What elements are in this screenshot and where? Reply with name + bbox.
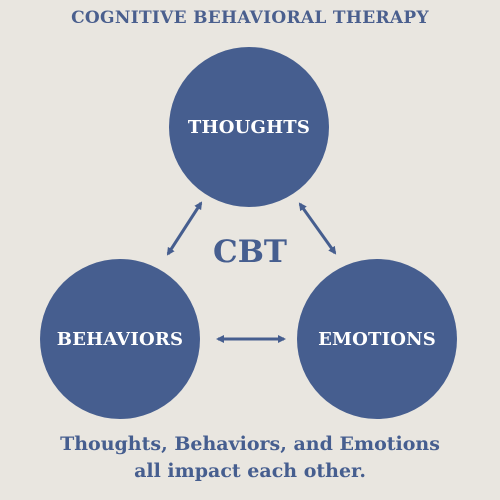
behaviors-node: BEHAVIORS [40, 259, 200, 419]
caption-line-1: Thoughts, Behaviors, and Emotions [60, 433, 440, 455]
thoughts-label: THOUGHTS [187, 116, 311, 138]
cbt-center-label: CBT [213, 234, 287, 270]
thoughts-behaviors-arrow [166, 201, 203, 256]
thoughts-emotions-arrow [298, 202, 337, 255]
behaviors-label: BEHAVIORS [56, 328, 184, 350]
caption-line-2: all impact each other. [134, 460, 366, 482]
thoughts-node: THOUGHTS [169, 47, 329, 207]
diagram-title: COGNITIVE BEHAVIORAL THERAPY [71, 8, 429, 28]
caption: Thoughts, Behaviors, and Emotions all im… [0, 431, 500, 485]
emotions-label: EMOTIONS [318, 328, 436, 350]
emotions-node: EMOTIONS [297, 259, 457, 419]
